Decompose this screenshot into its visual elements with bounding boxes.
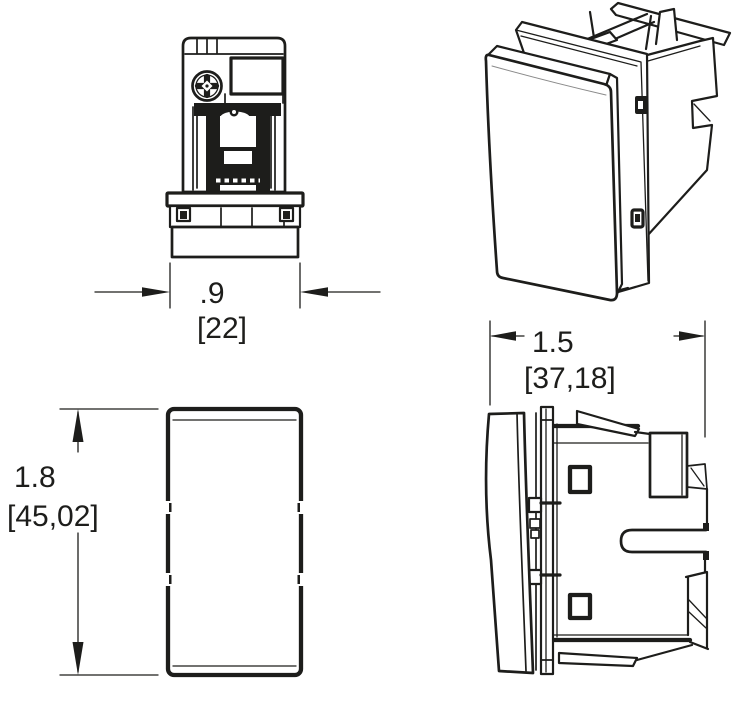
dimension-arrow xyxy=(142,287,170,297)
extension-lines xyxy=(169,262,301,309)
dimension-top-width: .9 [22] xyxy=(94,262,381,345)
side-body xyxy=(550,409,710,668)
extension-lines xyxy=(59,408,159,676)
front-rocker-outline xyxy=(165,406,304,678)
dimension-arrow xyxy=(300,287,328,297)
dimension-value: 1.5 xyxy=(532,326,574,359)
top-view-inner-walls xyxy=(192,93,284,191)
side-view-drawing xyxy=(484,405,710,676)
dimension-metric: [37,18] xyxy=(524,362,616,395)
dimension-front-height: 1.8 [45,02] xyxy=(7,408,159,676)
top-view-window xyxy=(229,56,285,96)
dimension-arrow xyxy=(490,331,516,341)
side-right-step xyxy=(686,463,708,490)
dimension-metric: [45,02] xyxy=(7,500,99,533)
phillips-screw-icon xyxy=(191,70,223,102)
front-rocker-edge-lines xyxy=(172,419,297,667)
iso-clip-holes xyxy=(608,96,648,229)
dimension-value: 1.8 xyxy=(14,461,56,494)
iso-rocker xyxy=(484,44,624,302)
iso-top-clips xyxy=(564,1,732,59)
iso-body-step-line xyxy=(640,45,711,122)
top-view-mechanism xyxy=(194,103,281,191)
side-clip-window xyxy=(567,464,593,495)
side-terminal-block-bottom xyxy=(684,570,709,650)
dimension-value: .9 xyxy=(199,277,224,310)
side-rocker-hooks xyxy=(527,412,562,671)
side-slot xyxy=(619,528,708,554)
dimension-arrow xyxy=(679,331,705,341)
dimension-arrow xyxy=(72,642,84,675)
iso-body xyxy=(626,36,719,259)
side-mounting-plate xyxy=(539,405,555,676)
top-view-top-band xyxy=(184,38,284,55)
iso-rocker-curve-hint xyxy=(491,65,607,96)
isometric-view-drawing xyxy=(484,1,732,302)
top-view-base xyxy=(165,191,305,259)
front-side-notches xyxy=(162,501,307,586)
extension-lines xyxy=(489,320,706,438)
front-view-drawing xyxy=(162,406,307,678)
side-terminal-block-top xyxy=(648,431,689,499)
top-view-drawing xyxy=(165,36,305,259)
dimension-side-depth: 1.5 [37,18] xyxy=(489,320,706,438)
side-rocker xyxy=(484,411,535,675)
side-bottom-clip xyxy=(557,651,639,668)
dimension-metric: [22] xyxy=(197,312,247,345)
dimension-arrow xyxy=(72,409,84,442)
side-clip-window xyxy=(567,592,593,621)
